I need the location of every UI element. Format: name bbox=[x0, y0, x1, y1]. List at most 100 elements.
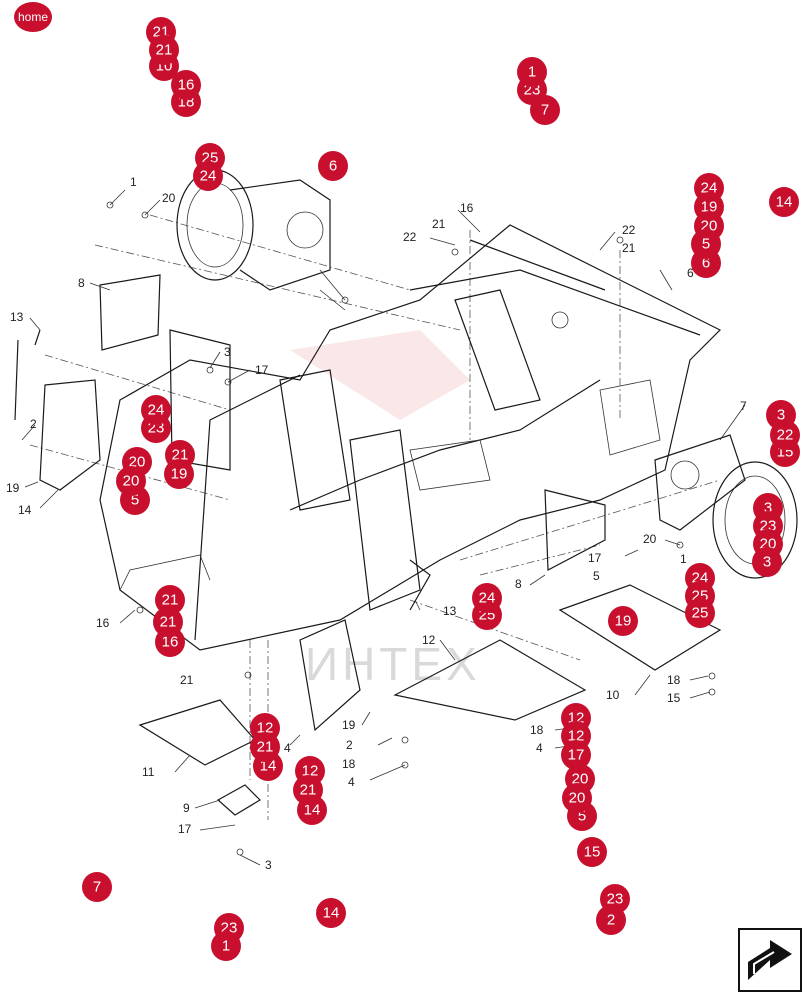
svg-text:24: 24 bbox=[701, 180, 718, 197]
hotspot-callout[interactable]: 15 bbox=[577, 837, 607, 867]
hotspot-callout[interactable]: 19 bbox=[608, 606, 638, 636]
part-label: 15 bbox=[667, 691, 681, 705]
part-label: 1 bbox=[680, 552, 687, 566]
hotspot-callout[interactable]: 24 bbox=[472, 583, 502, 613]
part-label: 10 bbox=[606, 688, 620, 702]
part-label: 4 bbox=[348, 775, 355, 789]
hotspot-callout[interactable]: 1 bbox=[517, 57, 547, 87]
part-label: 1 bbox=[130, 175, 137, 189]
part-label: 13 bbox=[10, 310, 24, 324]
part-label: 17 bbox=[588, 551, 602, 565]
svg-text:22: 22 bbox=[777, 427, 794, 444]
part-label: 21 bbox=[432, 217, 446, 231]
svg-text:21: 21 bbox=[160, 614, 177, 631]
hotspot-callout[interactable]: 22 bbox=[770, 420, 800, 450]
svg-text:16: 16 bbox=[162, 634, 179, 651]
hotspot-callout[interactable]: 3 bbox=[752, 547, 782, 577]
part-label: 21 bbox=[622, 241, 636, 255]
fasteners bbox=[106, 201, 716, 856]
part-label: 16 bbox=[460, 201, 474, 215]
part-label: 20 bbox=[162, 191, 176, 205]
part-label: 19 bbox=[342, 718, 356, 732]
hotspot-callout[interactable]: 6 bbox=[318, 151, 348, 181]
part-label: 21 bbox=[180, 673, 194, 687]
hotspot-callout[interactable]: 2 bbox=[596, 905, 626, 935]
hotspot-callout[interactable]: 25 bbox=[685, 598, 715, 628]
svg-text:1: 1 bbox=[528, 64, 536, 81]
hotspot-callout[interactable]: 21 bbox=[149, 35, 179, 65]
part-label: 17 bbox=[255, 363, 269, 377]
hotspot-callout[interactable]: 17 bbox=[561, 740, 591, 770]
part-label: 16 bbox=[96, 616, 110, 630]
hotspot-callout[interactable]: 20 bbox=[562, 783, 592, 813]
part-label: 2 bbox=[346, 738, 353, 752]
hotspot-callout[interactable]: 21 bbox=[155, 585, 185, 615]
part-label: 19 bbox=[6, 481, 20, 495]
hotspot-callout[interactable]: 1 bbox=[211, 931, 241, 961]
watermark-text: ИНТЕХ bbox=[305, 638, 481, 690]
next-page-button[interactable] bbox=[738, 928, 802, 992]
svg-text:7: 7 bbox=[93, 879, 101, 896]
part-label: 8 bbox=[515, 577, 522, 591]
svg-text:1: 1 bbox=[222, 938, 230, 955]
svg-text:25: 25 bbox=[692, 605, 709, 622]
part-label: 3 bbox=[224, 345, 231, 359]
part-label: 12 bbox=[422, 633, 436, 647]
part-label: 6 bbox=[687, 266, 694, 280]
part-label: 18 bbox=[530, 723, 544, 737]
leader-lines bbox=[21, 189, 746, 866]
hotspot-callout[interactable]: 24 bbox=[193, 161, 223, 191]
svg-text:21: 21 bbox=[156, 42, 173, 59]
part-label: 3 bbox=[265, 858, 272, 872]
svg-text:19: 19 bbox=[615, 613, 632, 630]
part-label: 22 bbox=[622, 223, 636, 237]
svg-text:3: 3 bbox=[764, 500, 772, 517]
part-label: 9 bbox=[183, 801, 190, 815]
part-label: 18 bbox=[667, 673, 681, 687]
hotspot-callout[interactable]: 21 bbox=[250, 732, 280, 762]
hotspot-callout[interactable]: 24 bbox=[141, 395, 171, 425]
part-label: 2 bbox=[30, 417, 37, 431]
hotspot-callout[interactable]: 21 bbox=[153, 607, 183, 637]
svg-text:3: 3 bbox=[777, 407, 785, 424]
svg-text:12: 12 bbox=[568, 728, 585, 745]
panels bbox=[14, 274, 722, 816]
svg-text:21: 21 bbox=[257, 739, 274, 756]
svg-text:12: 12 bbox=[257, 720, 274, 737]
svg-text:21: 21 bbox=[300, 782, 317, 799]
part-label: 4 bbox=[284, 741, 291, 755]
hotspot-callout[interactable]: 14 bbox=[769, 187, 799, 217]
svg-text:6: 6 bbox=[329, 158, 337, 175]
svg-text:5: 5 bbox=[702, 236, 710, 253]
part-label: 7 bbox=[740, 399, 747, 413]
svg-text:15: 15 bbox=[584, 844, 601, 861]
part-label: 20 bbox=[643, 532, 657, 546]
svg-text:17: 17 bbox=[568, 747, 585, 764]
svg-text:14: 14 bbox=[776, 194, 793, 211]
hotspot-callout[interactable]: 16 bbox=[171, 70, 201, 100]
svg-text:14: 14 bbox=[304, 802, 321, 819]
svg-text:5: 5 bbox=[578, 808, 586, 825]
svg-text:3: 3 bbox=[763, 554, 771, 571]
hotspot-callout[interactable]: 19 bbox=[164, 459, 194, 489]
hotspot-callout[interactable]: 7 bbox=[82, 872, 112, 902]
svg-text:19: 19 bbox=[171, 466, 188, 483]
part-labels: 1 20 8 13 3 17 2 19 14 16 22 21 6 22 21 … bbox=[6, 175, 747, 872]
center-lines bbox=[29, 214, 721, 820]
part-label: 5 bbox=[593, 569, 600, 583]
home-button[interactable]: home bbox=[14, 2, 52, 32]
part-label: 8 bbox=[78, 276, 85, 290]
hotspot-callout[interactable]: 14 bbox=[316, 898, 346, 928]
svg-text:14: 14 bbox=[323, 905, 340, 922]
part-label: 4 bbox=[536, 741, 543, 755]
svg-text:20: 20 bbox=[123, 473, 140, 490]
hotspot-callout[interactable]: 21 bbox=[293, 775, 323, 805]
svg-text:24: 24 bbox=[200, 168, 217, 185]
part-label: 18 bbox=[342, 757, 356, 771]
hotspot-callout[interactable]: 20 bbox=[116, 466, 146, 496]
svg-text:24: 24 bbox=[148, 402, 165, 419]
svg-text:21: 21 bbox=[172, 447, 189, 464]
hotspot-callout[interactable]: 5 bbox=[691, 229, 721, 259]
svg-text:5: 5 bbox=[131, 492, 139, 509]
